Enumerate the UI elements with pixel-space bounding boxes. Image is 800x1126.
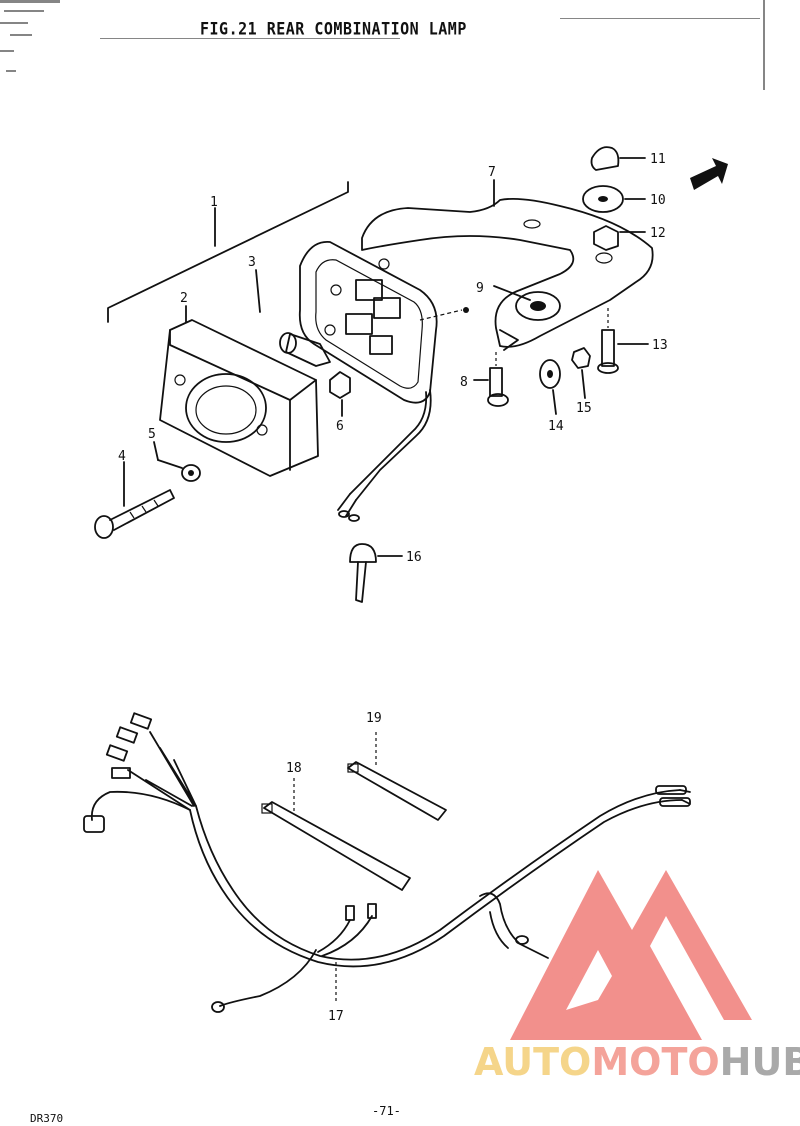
watermark-text: AUTOMOTOHUB	[474, 1040, 800, 1084]
callout-5: 5	[148, 427, 156, 442]
cable-strap-19	[347, 732, 447, 821]
callout-12: 12	[650, 226, 666, 241]
callout-3: 3	[248, 255, 256, 270]
front-arrow-icon	[690, 158, 728, 190]
watermark-text-auto: AUTO	[474, 1040, 592, 1084]
cable-strap-18	[261, 778, 411, 891]
callout-15: 15	[576, 401, 592, 416]
grommet-16	[349, 543, 403, 603]
bolt-13	[597, 308, 649, 374]
washer-5	[181, 464, 201, 482]
bolt-4	[94, 489, 175, 539]
assembly-bracket-1	[107, 181, 349, 323]
callout-4: 4	[118, 449, 126, 464]
callout-11: 11	[650, 152, 666, 167]
callout-leaders	[123, 179, 531, 507]
callout-13: 13	[652, 338, 668, 353]
mounting-bracket	[361, 197, 654, 351]
model-code: DR370	[30, 1112, 64, 1125]
lamp-lens	[159, 319, 319, 477]
nut-6	[329, 371, 351, 399]
washer-14	[539, 359, 561, 415]
callout-1: 1	[210, 195, 218, 210]
figure-title: FIG.21 REAR COMBINATION LAMP	[200, 19, 467, 39]
lamp-housing	[298, 241, 438, 522]
wiring-harness-17	[83, 712, 691, 1013]
watermark-text-hub: HUB	[719, 1040, 800, 1084]
callout-numbers: 1 2 3 4 5 6 7 8 9 10 11 12 13 14 15 16 1…	[118, 152, 668, 1024]
cap-nut-11	[590, 146, 646, 171]
callout-7: 7	[488, 165, 496, 180]
scan-noise	[0, 0, 765, 90]
callout-14: 14	[548, 419, 564, 434]
watermark-logo-icon	[510, 870, 752, 1040]
callout-8: 8	[460, 375, 468, 390]
callout-2: 2	[180, 291, 188, 306]
bolt-8	[473, 352, 509, 407]
callout-10: 10	[650, 193, 666, 208]
callout-17: 17	[328, 1009, 344, 1024]
callout-9: 9	[476, 281, 484, 296]
callout-16: 16	[406, 550, 422, 565]
callout-19: 19	[366, 711, 382, 726]
nut-12	[593, 225, 646, 251]
bulb	[279, 332, 331, 367]
callout-18: 18	[286, 761, 302, 776]
watermark-text-moto: MOTO	[591, 1040, 720, 1084]
page-number: -71-	[372, 1104, 401, 1118]
nut-15	[571, 347, 591, 399]
callout-6: 6	[336, 419, 344, 434]
washer-10	[582, 185, 646, 213]
